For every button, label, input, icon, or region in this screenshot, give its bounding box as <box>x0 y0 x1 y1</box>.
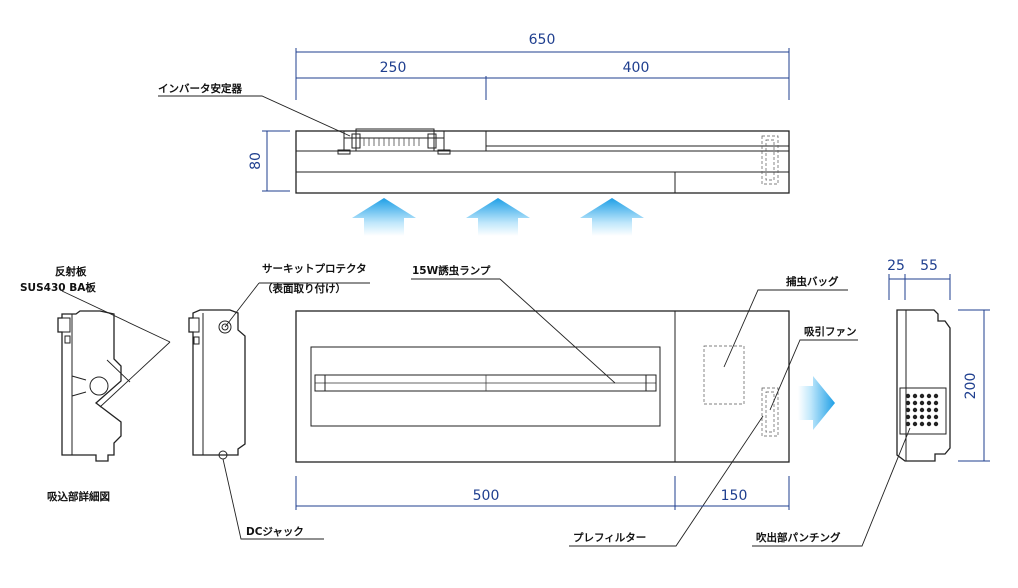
dim-150: 150 <box>721 488 748 504</box>
airflow-right-arrow <box>798 376 835 430</box>
front-dimensions: 500 150 <box>295 476 790 510</box>
dim-650: 650 <box>529 32 556 48</box>
intake-detail-caption: 吸込部詳細図 <box>47 490 110 503</box>
punching-holes <box>905 393 939 427</box>
dim-400: 400 <box>623 60 650 76</box>
suction-fan-label: 吸引ファン <box>804 325 857 338</box>
circuit-protector-note: （表面取り付け） <box>262 282 346 295</box>
lamp-label: 15W誘虫ランプ <box>412 264 491 277</box>
dim-250: 250 <box>380 60 407 76</box>
dc-jack-label: DCジャック <box>246 526 304 538</box>
side-dimensions: 25 55 200 <box>887 258 990 462</box>
dim-200: 200 <box>963 373 979 400</box>
dim-80: 80 <box>248 152 264 170</box>
front-view: 15W誘虫ランプ 捕虫バッグ 吸引ファン プレフィルター <box>295 264 858 547</box>
reflector-material-label: SUS430 BA板 <box>20 281 96 294</box>
left-side-view: サーキットプロテクタ （表面取り付け） DCジャック <box>188 262 370 540</box>
dim-55: 55 <box>920 258 938 274</box>
top-dimensions: 650 250 400 80 <box>248 32 790 192</box>
dim-500: 500 <box>473 488 500 504</box>
inverter-callout: インバータ安定器 <box>158 82 351 137</box>
inverter-label: インバータ安定器 <box>158 82 242 95</box>
top-view <box>295 128 790 194</box>
prefilter-label: プレフィルター <box>573 531 646 544</box>
reflector-label: 反射板 <box>55 265 87 278</box>
airflow-up-arrows <box>352 198 644 236</box>
airflow-arrow-2 <box>466 198 530 236</box>
dim-25: 25 <box>887 258 905 274</box>
intake-detail-view: 反射板 SUS430 BA板 吸込部詳細図 <box>20 265 171 503</box>
catch-bag-label: 捕虫バッグ <box>786 275 839 288</box>
circuit-protector-label: サーキットプロテクタ <box>262 262 367 275</box>
inverter-block <box>337 128 451 155</box>
right-side-view: 吹出部パンチング <box>752 309 951 547</box>
airflow-arrow-3 <box>580 198 644 236</box>
airflow-arrow-1 <box>352 198 416 236</box>
exhaust-punching-label: 吹出部パンチング <box>756 531 841 544</box>
